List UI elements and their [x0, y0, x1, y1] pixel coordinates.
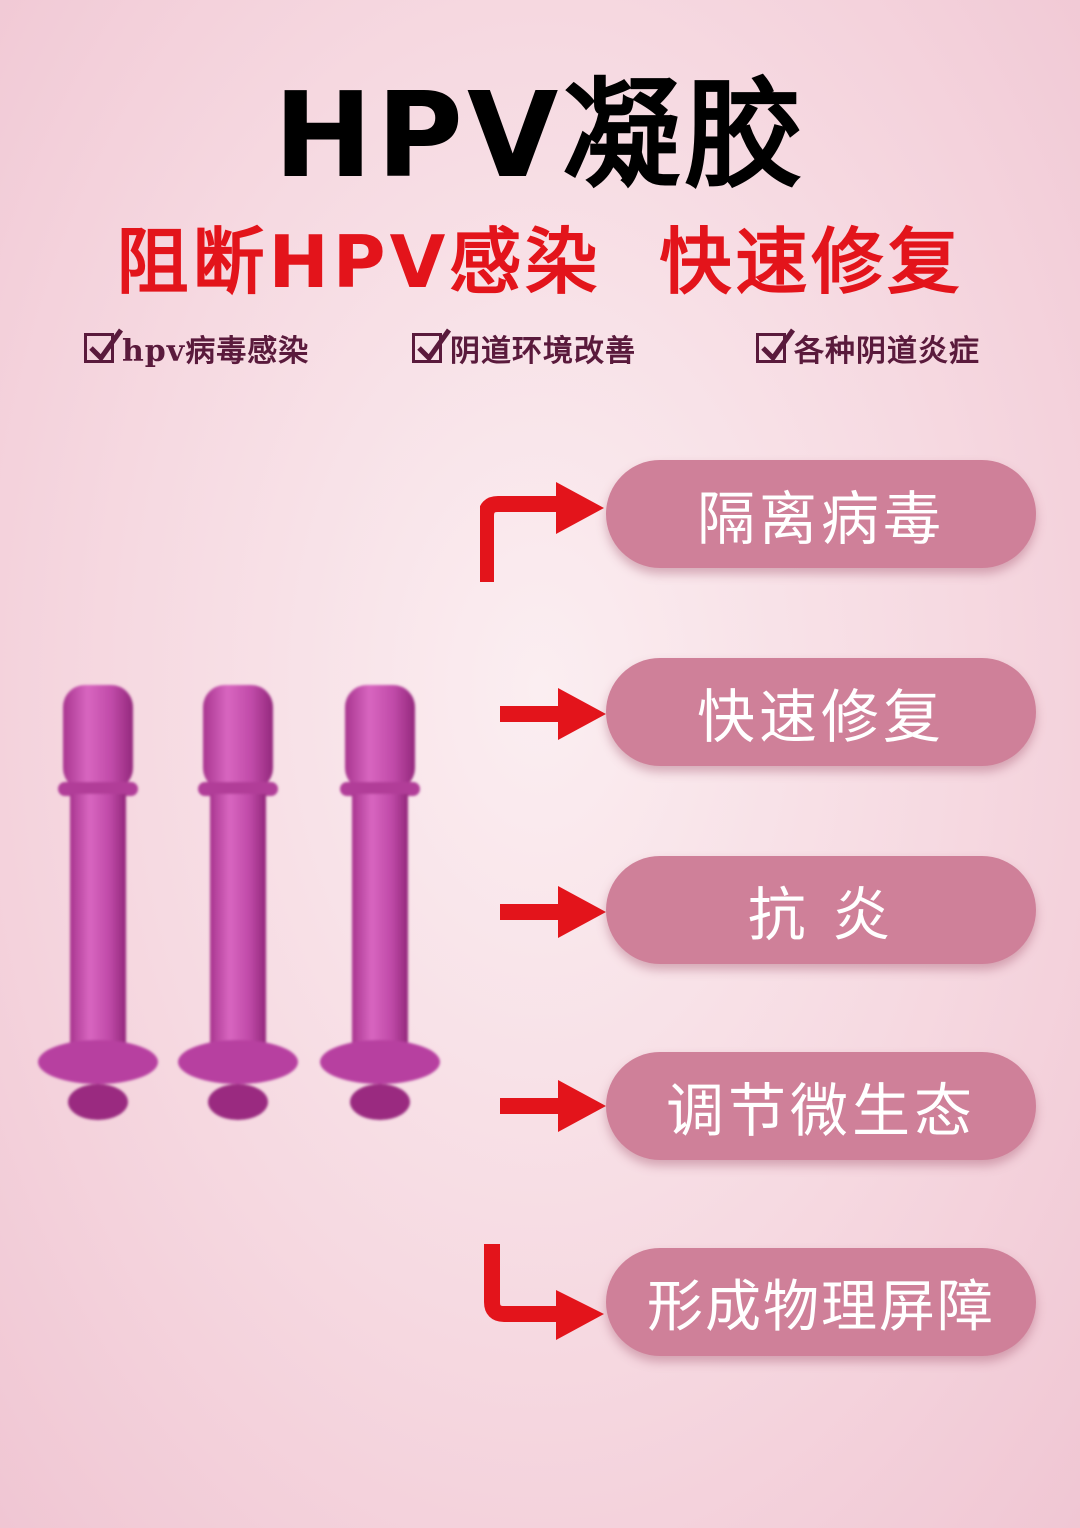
- checklist-item: hpv病毒感染: [84, 326, 309, 370]
- benefit-pill-fast-repair: 快速修复: [606, 658, 1036, 766]
- checklist-item: 阴道环境改善: [412, 326, 636, 370]
- feature-checklist: hpv病毒感染 阴道环境改善 各种阴道炎症: [0, 326, 1080, 376]
- checklist-item: 各种阴道炎症: [756, 326, 980, 370]
- applicator-tube: [38, 685, 158, 1120]
- benefit-pill-isolate-virus: 隔离病毒: [606, 460, 1036, 568]
- checked-box-icon: [412, 328, 452, 363]
- checked-box-icon: [756, 328, 796, 363]
- page-title: HPV凝胶: [273, 66, 807, 204]
- checklist-label: 阴道环境改善: [450, 334, 636, 369]
- page-subtitle: 阻断HPV感染 快速修复: [116, 220, 964, 304]
- benefit-pill-regulate-microecology: 调节微生态: [606, 1052, 1036, 1160]
- benefit-pill-physical-barrier: 形成物理屏障: [606, 1248, 1036, 1356]
- right-arrow-icon: [500, 886, 606, 938]
- benefit-pill-anti-inflammatory: 抗 炎: [606, 856, 1036, 964]
- right-arrow-icon: [500, 1080, 606, 1132]
- applicator-tube: [178, 685, 298, 1120]
- bent-down-arrow-icon: [484, 1244, 604, 1340]
- applicator-tube: [320, 685, 440, 1120]
- checked-box-icon: [84, 328, 124, 363]
- applicator-tubes-image: [38, 685, 440, 1120]
- right-arrow-icon: [500, 688, 606, 740]
- bent-up-arrow-icon: [480, 482, 604, 582]
- checklist-label: hpv病毒感染: [122, 334, 310, 369]
- checklist-label: 各种阴道炎症: [794, 334, 980, 369]
